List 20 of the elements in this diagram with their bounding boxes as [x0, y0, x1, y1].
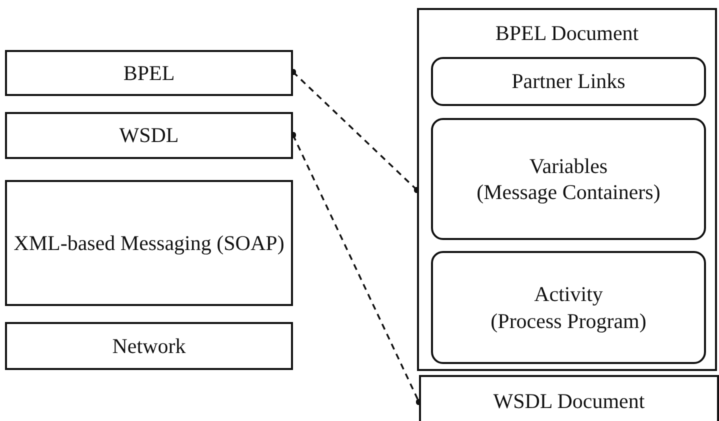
- node-label: Network: [112, 332, 186, 360]
- node-label: WSDL: [119, 122, 179, 149]
- node-label: (Message Containers): [476, 179, 660, 206]
- node-label: Activity: [534, 281, 603, 308]
- node-label: BPEL: [123, 60, 175, 86]
- node-label: (Process Program): [490, 308, 646, 334]
- document-panel: [419, 375, 719, 421]
- section-box: [431, 118, 706, 240]
- node-label: WSDL Document: [493, 388, 645, 414]
- layer-box: [5, 112, 293, 159]
- layer-box: [5, 50, 293, 96]
- document-panel: [417, 8, 717, 371]
- layer-box: [5, 322, 293, 370]
- node-label: Partner Links: [512, 68, 626, 95]
- section-box: [431, 57, 706, 106]
- section-box: [431, 251, 706, 364]
- node-label: BPEL Document: [495, 20, 639, 46]
- node-label: XML-based Messaging (SOAP): [14, 230, 284, 256]
- node-label: Variables: [529, 152, 608, 179]
- layer-box: [5, 180, 293, 306]
